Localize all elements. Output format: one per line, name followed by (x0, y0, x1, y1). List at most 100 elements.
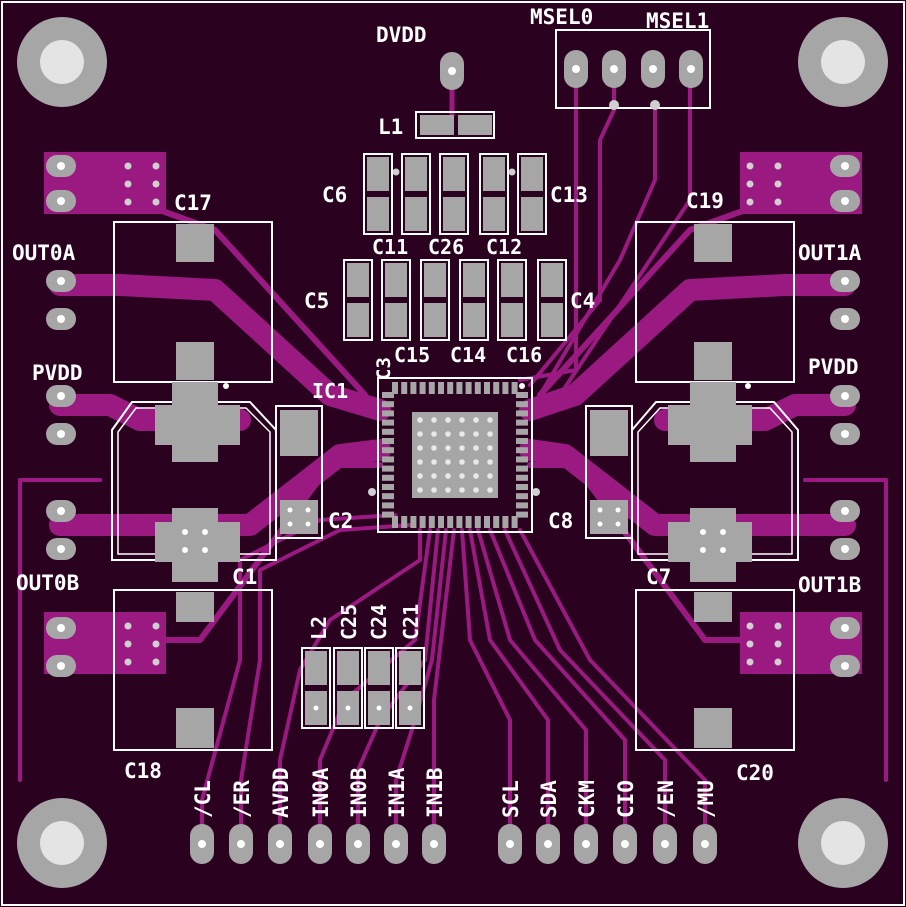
ic-pad (382, 493, 394, 500)
thermal-via (417, 459, 423, 465)
label-c15: C15 (394, 343, 430, 367)
capacitor-pad (443, 157, 465, 191)
header-pin-hole (661, 840, 669, 848)
ic-pad (382, 401, 394, 408)
label-dvdd: DVDD (376, 23, 427, 47)
mounting-hole-tr (798, 17, 888, 107)
ic-pad (382, 484, 394, 490)
ic-pad (502, 382, 509, 394)
capacitor-pad (385, 263, 407, 297)
pin-label: /MU (694, 780, 718, 818)
copper-traces (18, 67, 888, 847)
capacitor-pad (424, 303, 446, 337)
header-pin-hole (392, 840, 400, 848)
label-c11: C11 (372, 235, 408, 259)
pin-label: /ER (230, 780, 254, 818)
pin-label: SDA (537, 780, 561, 818)
ic-pad (511, 516, 518, 528)
ic-pad (410, 382, 417, 394)
label-c21: C21 (399, 604, 423, 640)
thermal-via (445, 445, 451, 451)
label-c13: C13 (550, 183, 588, 207)
pin-label: IN1A (385, 767, 409, 818)
ic-pad (502, 516, 509, 528)
pin-label: IN0A (309, 767, 333, 818)
pin-label: /EN (654, 780, 678, 818)
left-inductors (111, 221, 323, 751)
trace-out1a (519, 274, 856, 421)
mounting-holes (17, 17, 888, 888)
pin-label: /CL (191, 780, 215, 818)
capacitor-pad (337, 651, 359, 685)
capacitor-outline (420, 259, 450, 341)
label-c25: C25 (337, 604, 361, 640)
thermal-via (459, 431, 465, 437)
thermal-via (473, 473, 479, 479)
thermal-via (487, 487, 493, 493)
capacitor-pad (347, 303, 369, 337)
ic-pad (516, 447, 528, 454)
ic-pad (516, 493, 528, 500)
decoupling-capacitors (301, 153, 567, 729)
thermal-via (445, 417, 451, 423)
ic-pad (401, 516, 408, 528)
ic-pad (511, 382, 518, 394)
header-pin-hole (506, 840, 514, 848)
thermal-via (473, 459, 479, 465)
ic-pad (493, 516, 500, 528)
ic-pad (516, 484, 528, 490)
capacitor-outline (343, 259, 373, 341)
label-c2: C2 (328, 509, 353, 533)
thermal-via (445, 431, 451, 437)
ic-pad (382, 419, 394, 426)
ic-pad (484, 516, 490, 528)
capacitor-outline (381, 259, 411, 341)
thermal-via (431, 431, 437, 437)
ic-pad (382, 392, 394, 398)
label-out0a: OUT0A (12, 241, 76, 265)
capacitor-outline (301, 647, 331, 729)
capacitor-outline (364, 647, 394, 729)
dvdd-pad (440, 52, 464, 90)
ic-pad (410, 516, 417, 528)
thermal-via (459, 487, 465, 493)
label-msel1: MSEL1 (646, 9, 709, 33)
thermal-via (431, 417, 437, 423)
capacitor-pad (521, 157, 543, 191)
ic-pad (401, 382, 408, 394)
capacitor-pad (368, 651, 390, 685)
thermal-via (431, 487, 437, 493)
via (392, 168, 400, 176)
thermal-via (417, 417, 423, 423)
thermal-via (431, 473, 437, 479)
via (407, 705, 413, 711)
thermal-via (445, 459, 451, 465)
pin-label: CIO (614, 780, 638, 818)
ic-pad (382, 410, 394, 417)
msel-header (555, 29, 711, 110)
capacitor-outline (459, 259, 489, 341)
label-l1: L1 (378, 115, 403, 139)
label-out1a: OUT1A (798, 241, 862, 265)
thermal-via (417, 445, 423, 451)
right-headers (740, 152, 862, 677)
label-c18: C18 (124, 759, 162, 783)
ic-pad (456, 516, 463, 528)
label-c24: C24 (367, 604, 391, 640)
label-c4: C4 (570, 289, 595, 313)
capacitor-outline (517, 153, 547, 235)
header-pin-hole (701, 840, 709, 848)
label-c8: C8 (548, 509, 573, 533)
via (376, 705, 382, 711)
c18-outline (113, 589, 273, 751)
ic-pad (419, 382, 426, 394)
thermal-via (473, 487, 479, 493)
capacitor-outline (537, 259, 567, 341)
thermal-via (445, 473, 451, 479)
ic-pad (428, 382, 435, 394)
thermal-via (431, 459, 437, 465)
ic-pad (438, 382, 444, 394)
label-ic1: IC1 (312, 379, 348, 403)
